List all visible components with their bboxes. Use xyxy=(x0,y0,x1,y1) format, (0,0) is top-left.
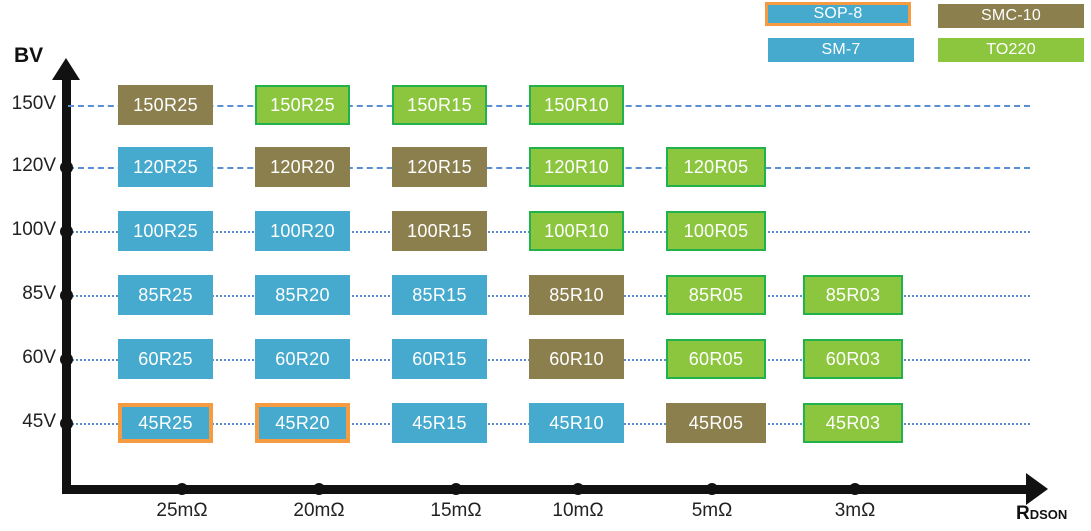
legend-label-sop8: SOP-8 xyxy=(813,5,863,22)
x-tick-label: 15mΩ xyxy=(430,500,482,521)
part-box-100r05[interactable]: 100R05 xyxy=(666,211,766,251)
legend: SOP-8 SMC-10 SM-7 TO220 xyxy=(760,2,1085,64)
part-box-150r25[interactable]: 150R25 xyxy=(118,85,213,125)
part-box-120r20[interactable]: 120R20 xyxy=(255,147,350,187)
legend-label-to220: TO220 xyxy=(986,41,1036,58)
part-box-60r25[interactable]: 60R25 xyxy=(118,339,213,379)
part-box-60r03[interactable]: 60R03 xyxy=(803,339,903,379)
x-axis-title-main: R xyxy=(1016,503,1030,524)
x-tick-label: 3mΩ xyxy=(834,500,876,521)
x-axis-arrow xyxy=(1026,473,1048,505)
part-box-45r10[interactable]: 45R10 xyxy=(529,403,624,443)
part-box-120r25[interactable]: 120R25 xyxy=(118,147,213,187)
legend-label-smc10: SMC-10 xyxy=(981,7,1041,24)
part-box-60r20[interactable]: 60R20 xyxy=(255,339,350,379)
part-box-100r20[interactable]: 100R20 xyxy=(255,211,350,251)
legend-item-sm7[interactable]: SM-7 xyxy=(768,38,914,62)
part-box-120r15[interactable]: 120R15 xyxy=(392,147,487,187)
x-tick-dot xyxy=(572,483,584,495)
x-tick-dot xyxy=(450,483,462,495)
part-box-85r10[interactable]: 85R10 xyxy=(529,275,624,315)
x-axis-title-sub: DSON xyxy=(1029,507,1068,522)
y-tick-dot-85v xyxy=(60,289,73,302)
x-tick-dot xyxy=(706,483,718,495)
y-axis-line xyxy=(62,75,71,490)
part-box-85r05[interactable]: 85R05 xyxy=(666,275,766,315)
part-box-60r05[interactable]: 60R05 xyxy=(666,339,766,379)
part-box-45r05[interactable]: 45R05 xyxy=(666,403,766,443)
part-box-85r20[interactable]: 85R20 xyxy=(255,275,350,315)
part-box-45r25[interactable]: 45R25 xyxy=(118,403,213,443)
legend-item-sop8[interactable]: SOP-8 xyxy=(765,2,911,26)
y-tick-dot-120v xyxy=(60,161,73,174)
part-box-45r03[interactable]: 45R03 xyxy=(803,403,903,443)
x-tick-label: 10mΩ xyxy=(552,500,604,521)
part-box-150r10[interactable]: 150R10 xyxy=(529,85,624,125)
part-box-45r20[interactable]: 45R20 xyxy=(255,403,350,443)
legend-label-sm7: SM-7 xyxy=(821,41,861,58)
y-tick-dot-45v xyxy=(60,417,73,430)
part-box-60r10[interactable]: 60R10 xyxy=(529,339,624,379)
legend-item-to220[interactable]: TO220 xyxy=(938,38,1084,62)
x-tick-label: 20mΩ xyxy=(293,500,345,521)
part-box-85r15[interactable]: 85R15 xyxy=(392,275,487,315)
x-axis-line xyxy=(62,485,1030,494)
y-tick-label-150v: 150V xyxy=(11,93,56,114)
part-box-45r15[interactable]: 45R15 xyxy=(392,403,487,443)
y-axis-arrow xyxy=(52,58,80,80)
part-box-60r15[interactable]: 60R15 xyxy=(392,339,487,379)
part-box-85r03[interactable]: 85R03 xyxy=(803,275,903,315)
part-box-85r25[interactable]: 85R25 xyxy=(118,275,213,315)
y-tick-label-85v: 85V xyxy=(22,283,56,304)
y-axis-title: BV xyxy=(14,44,44,67)
part-box-120r10[interactable]: 120R10 xyxy=(529,147,624,187)
part-box-150r15[interactable]: 150R15 xyxy=(392,85,487,125)
part-box-100r15[interactable]: 100R15 xyxy=(392,211,487,251)
part-box-120r05[interactable]: 120R05 xyxy=(666,147,766,187)
part-box-100r25[interactable]: 100R25 xyxy=(118,211,213,251)
x-axis-title: RDSON xyxy=(1016,503,1067,525)
x-tick-dot xyxy=(313,483,325,495)
x-tick-dot xyxy=(849,483,861,495)
y-tick-dot-100v xyxy=(60,225,73,238)
legend-item-smc10[interactable]: SMC-10 xyxy=(938,4,1084,28)
y-tick-label-45v: 45V xyxy=(22,411,56,432)
y-tick-label-120v: 120V xyxy=(11,155,56,176)
part-box-100r10[interactable]: 100R10 xyxy=(529,211,624,251)
y-tick-dot-60v xyxy=(60,353,73,366)
x-tick-dot xyxy=(176,483,188,495)
x-tick-label: 5mΩ xyxy=(691,500,733,521)
x-tick-label: 25mΩ xyxy=(156,500,208,521)
part-box-150r25[interactable]: 150R25 xyxy=(255,85,350,125)
y-tick-label-60v: 60V xyxy=(22,347,56,368)
y-tick-label-100v: 100V xyxy=(11,219,56,240)
